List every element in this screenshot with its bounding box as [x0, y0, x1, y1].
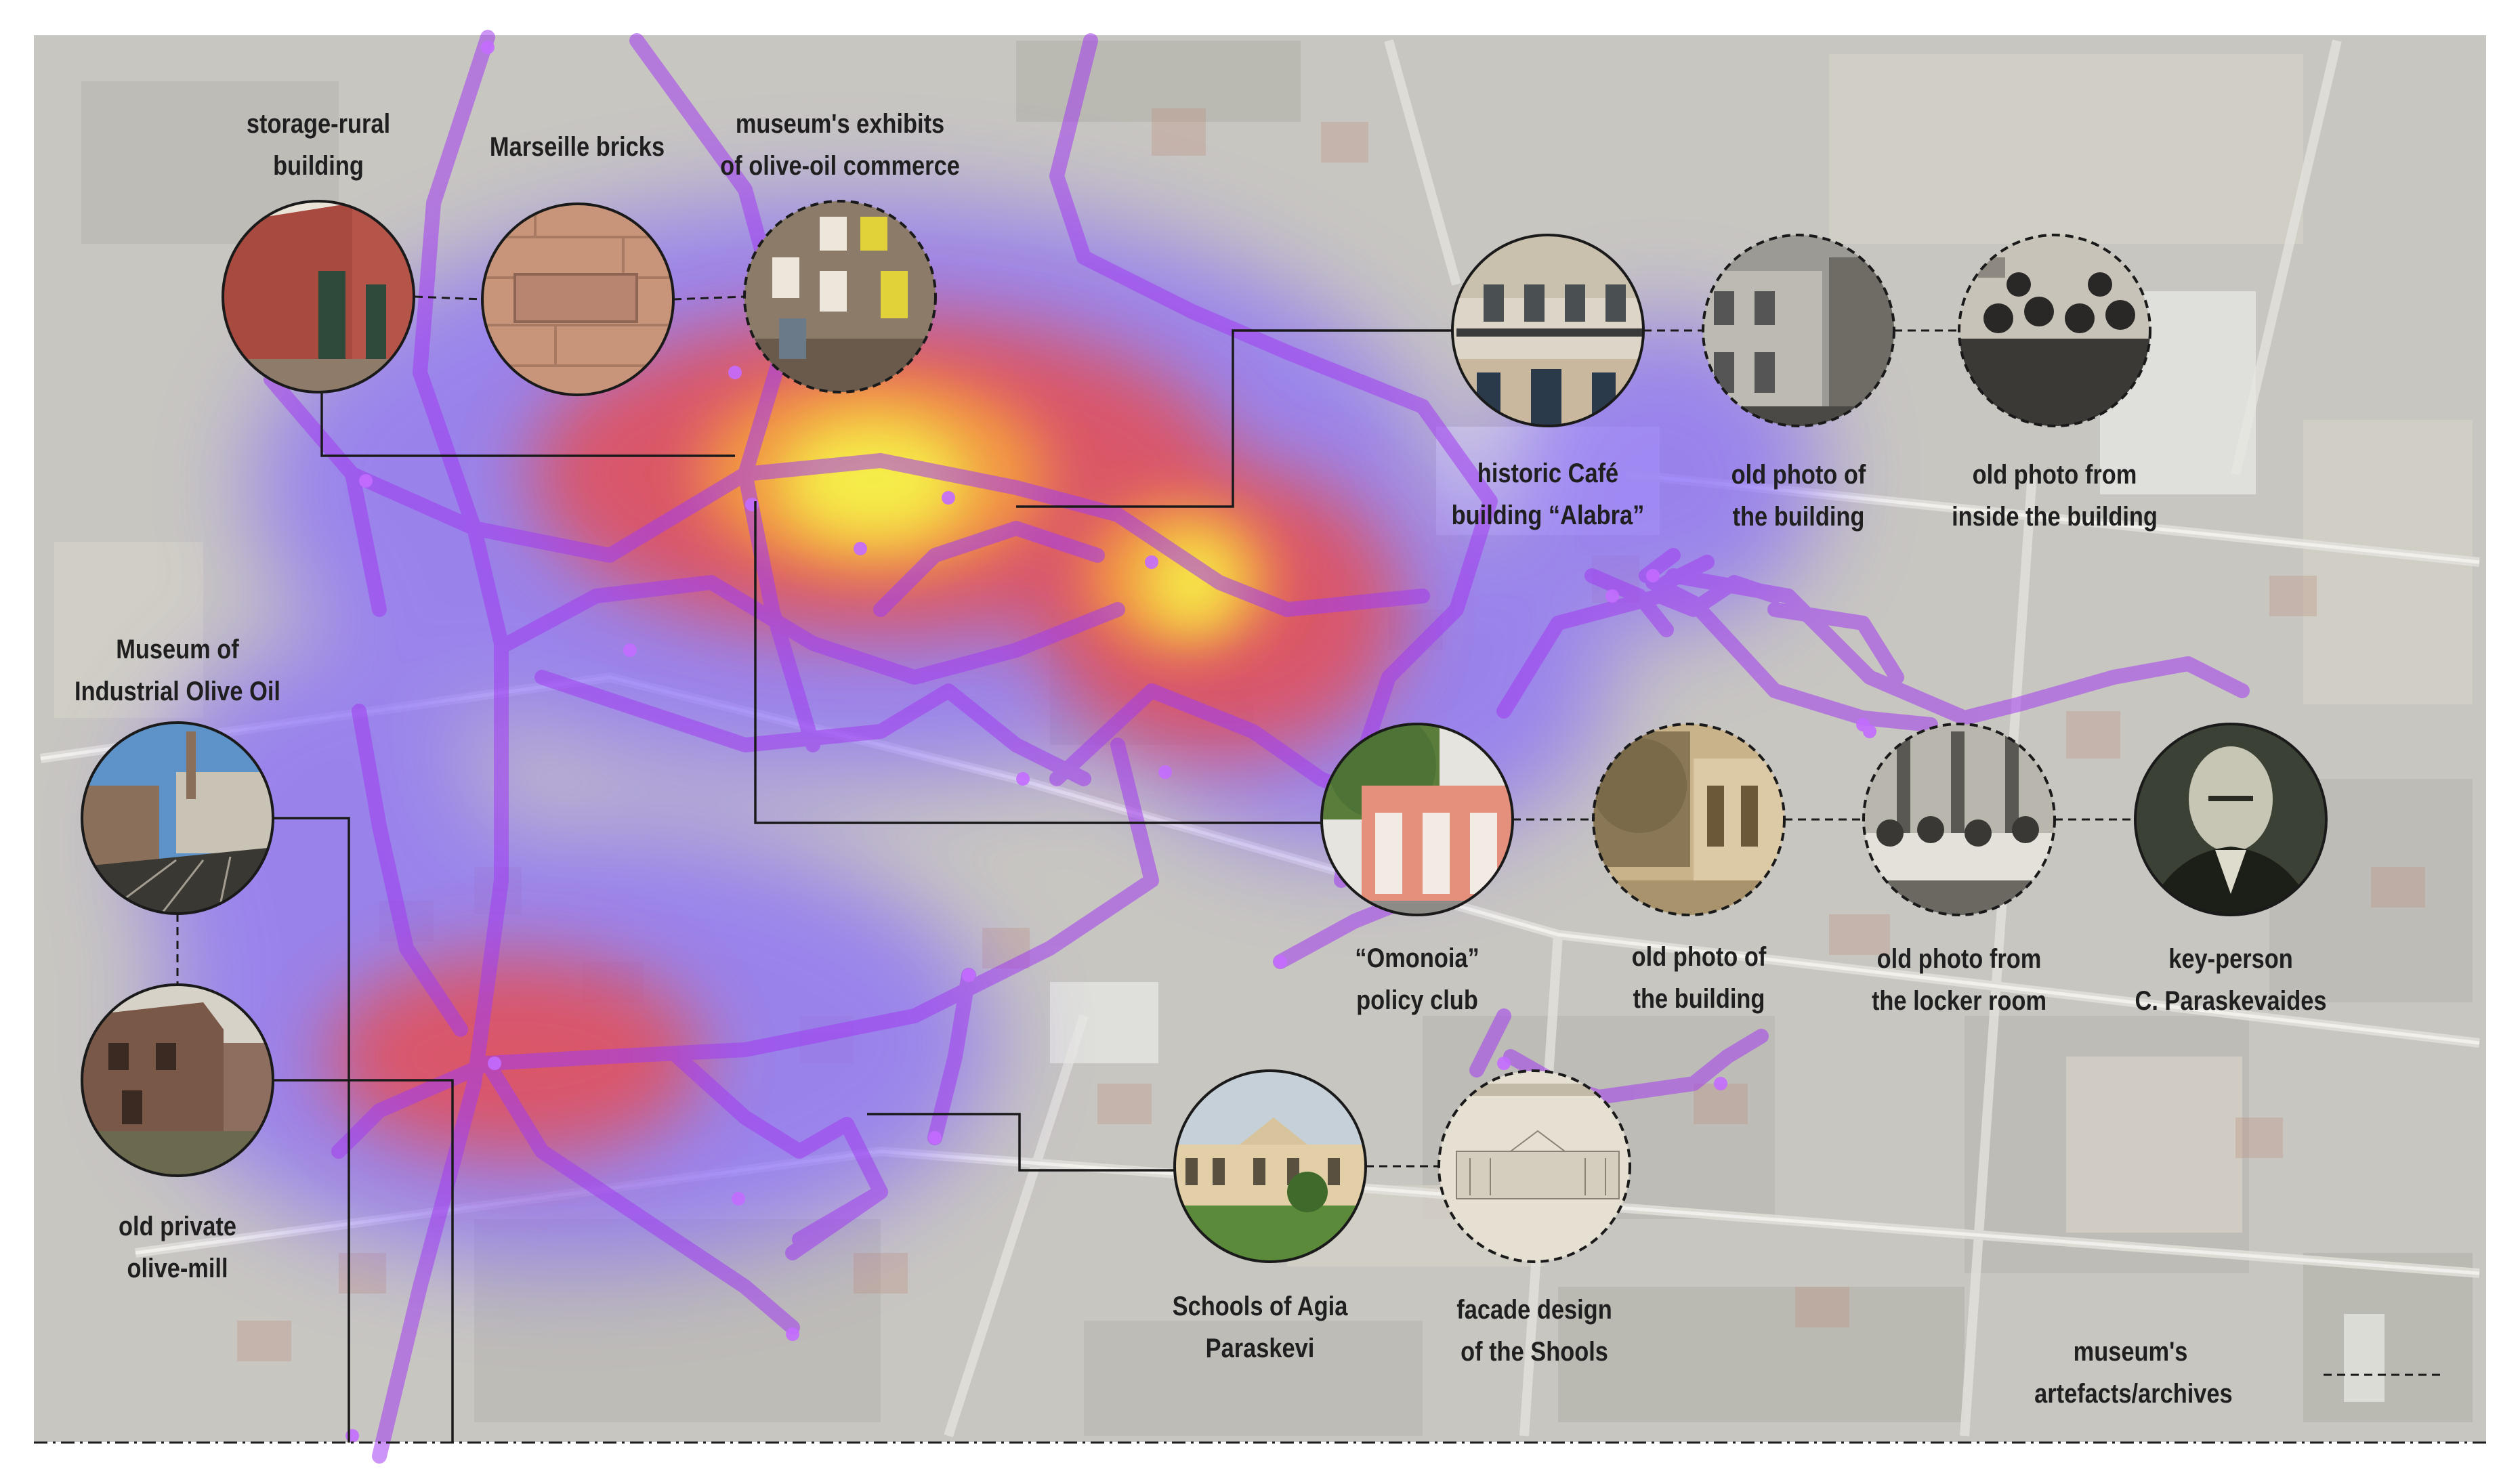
label-omonoia-club: “Omonoia”policy club: [1355, 943, 1479, 1015]
archive-links: [176, 295, 2135, 1168]
photo-storage-rural-building[interactable]: [217, 196, 434, 406]
photo-omonoia-club[interactable]: [1318, 711, 1521, 921]
connector-lines: [273, 329, 1452, 1443]
label-marseille-bricks: Marseille bricks: [489, 132, 665, 162]
photo-museum-industrial-olive-oil[interactable]: [78, 718, 281, 921]
photo-marseille-bricks[interactable]: [474, 196, 684, 406]
route-dots: [345, 41, 1876, 1443]
photo-historic-cafe-alabra[interactable]: [1450, 230, 1653, 433]
photo-cafe-inside-photo[interactable]: [1958, 230, 2161, 433]
photo-facade-design[interactable]: [1436, 1067, 1639, 1270]
photo-key-person-portrait[interactable]: [2130, 718, 2334, 921]
photo-locker-room[interactable]: [1860, 718, 2063, 921]
